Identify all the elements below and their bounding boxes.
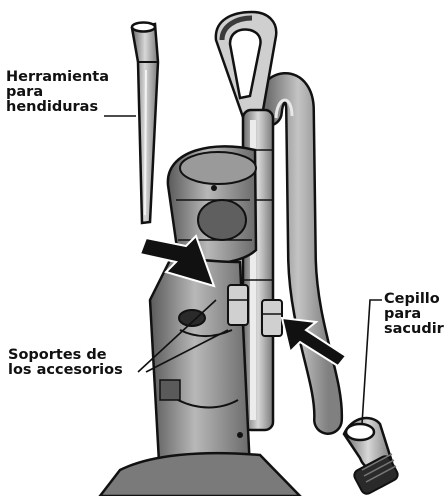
dusting-brush: [344, 418, 400, 496]
label-dusting-brush: Cepillo para sacudir: [384, 292, 444, 337]
label-dusting-brush-line-3: sacudir: [384, 322, 444, 337]
label-dusting-brush-line-1: Cepillo: [384, 292, 444, 307]
label-crevice-tool: Herramienta para hendiduras: [6, 70, 109, 115]
label-dusting-brush-line-2: para: [384, 307, 444, 322]
label-accessory-holders-line-2: los accesorios: [8, 363, 123, 378]
label-crevice-tool-line-1: Herramienta: [6, 70, 109, 85]
label-accessory-holders-line-1: Soportes de: [8, 348, 123, 363]
label-crevice-tool-line-2: para: [6, 85, 109, 100]
hose: [268, 87, 328, 420]
leader-dusting-brush: [362, 300, 382, 424]
crevice-tool: [132, 23, 158, 224]
label-crevice-tool-line-3: hendiduras: [6, 100, 109, 115]
label-accessory-holders: Soportes de los accesorios: [8, 348, 123, 378]
